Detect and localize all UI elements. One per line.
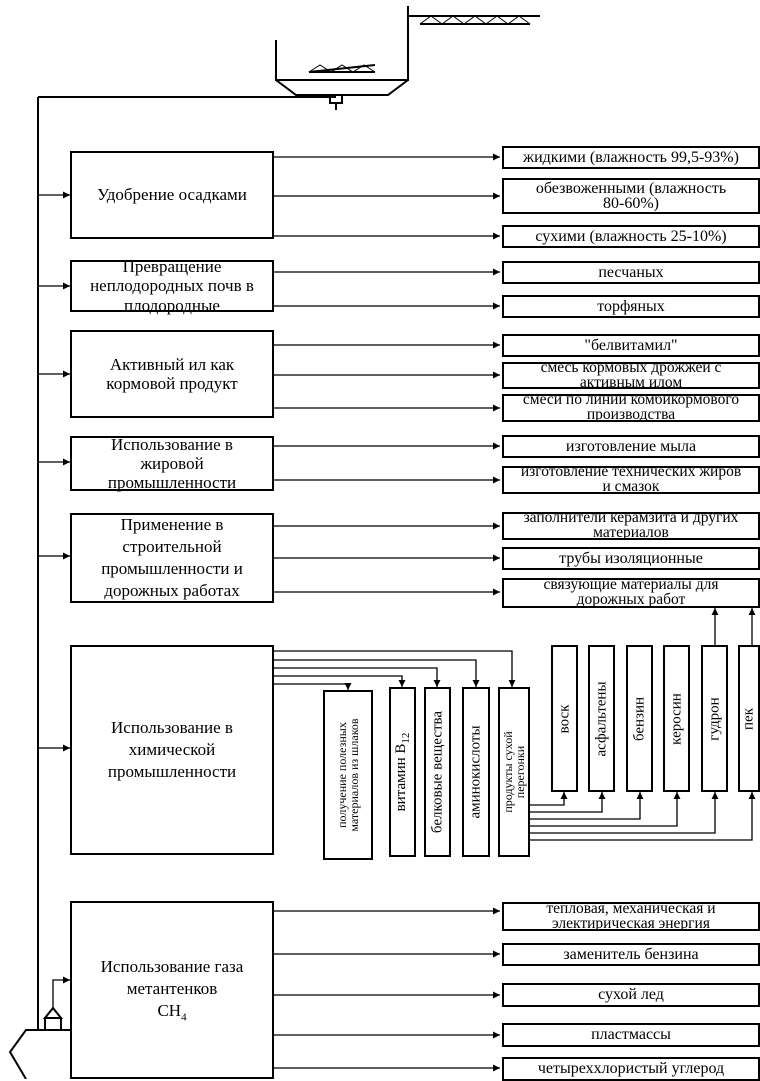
output-soap: изготовление мыла (502, 435, 760, 458)
category-fat-industry: Использование в жировой промышленности (70, 435, 274, 492)
distill-pitch: пек (738, 645, 760, 792)
category-chemical-industry: Использование в химической промышленност… (70, 645, 274, 855)
methane-formula: CH4 (157, 1000, 187, 1024)
distill-kerosene: керосин (663, 645, 690, 792)
output-plastics: пластмассы (502, 1023, 760, 1047)
category-construction: Применение в строительной промышленности… (70, 513, 274, 603)
distill-wax: воск (551, 645, 578, 792)
clarifier-icon (275, 6, 540, 96)
methane-gas-label: Использование газа метантенков (100, 956, 244, 998)
output-liquid-sludge: жидкими (влажность 99,5-93%) (502, 146, 760, 169)
chem-proteins: белковые вещества (424, 687, 451, 857)
distill-asphaltenes: асфальтены (588, 645, 615, 792)
category-soil-improvement: Превращение неплодородных почв в плодоро… (70, 257, 274, 315)
distill-gasoline: бензин (626, 645, 653, 792)
output-ceramsite-fillers: заполнители керамзита и других материало… (502, 512, 760, 540)
output-compound-feed: смеси по линии комбикормового производст… (502, 394, 760, 422)
distill-tar: гудрон (701, 645, 728, 792)
output-technical-fats: изготовление технических жиров и смазок (502, 466, 760, 494)
chem-vitamin-b12: витамин B12 (389, 687, 416, 857)
chem-slag-materials: получение полезных материалов из шлаков (323, 690, 373, 860)
output-dewatered-sludge: обезвоженными (влажность 80-60%) (502, 178, 760, 214)
output-yeast-mix: смесь кормовых дрожжей с активным илом (502, 362, 760, 389)
output-insulated-pipes: трубы изоляционные (502, 547, 760, 570)
output-sandy-soils: песчаных (502, 261, 760, 284)
category-feed-product: Активный ил как кормовой продукт (70, 330, 274, 418)
output-energy: тепловая, механическая и электирическая … (502, 902, 760, 931)
output-carbon-tetrachloride: четыреххлористый углерод (502, 1057, 760, 1081)
output-dry-sludge: сухими (влажность 25-10%) (502, 225, 760, 248)
output-road-binders: связующие материалы для дорожных работ (502, 578, 760, 608)
output-dry-ice: сухой лед (502, 983, 760, 1007)
output-gasoline-substitute: заменитель бензина (502, 943, 760, 966)
output-peat-soils: торфяных (502, 295, 760, 318)
chem-amino-acids: аминокислоты (462, 687, 490, 857)
category-methane-gas: Использование газа метантенков CH4 (70, 901, 274, 1079)
category-fertilizer: Удобрение осадками (70, 151, 274, 239)
output-belvitamil: "белвитамил" (502, 334, 760, 357)
chem-dry-distillation: продукты сухой перегонки (498, 687, 530, 857)
